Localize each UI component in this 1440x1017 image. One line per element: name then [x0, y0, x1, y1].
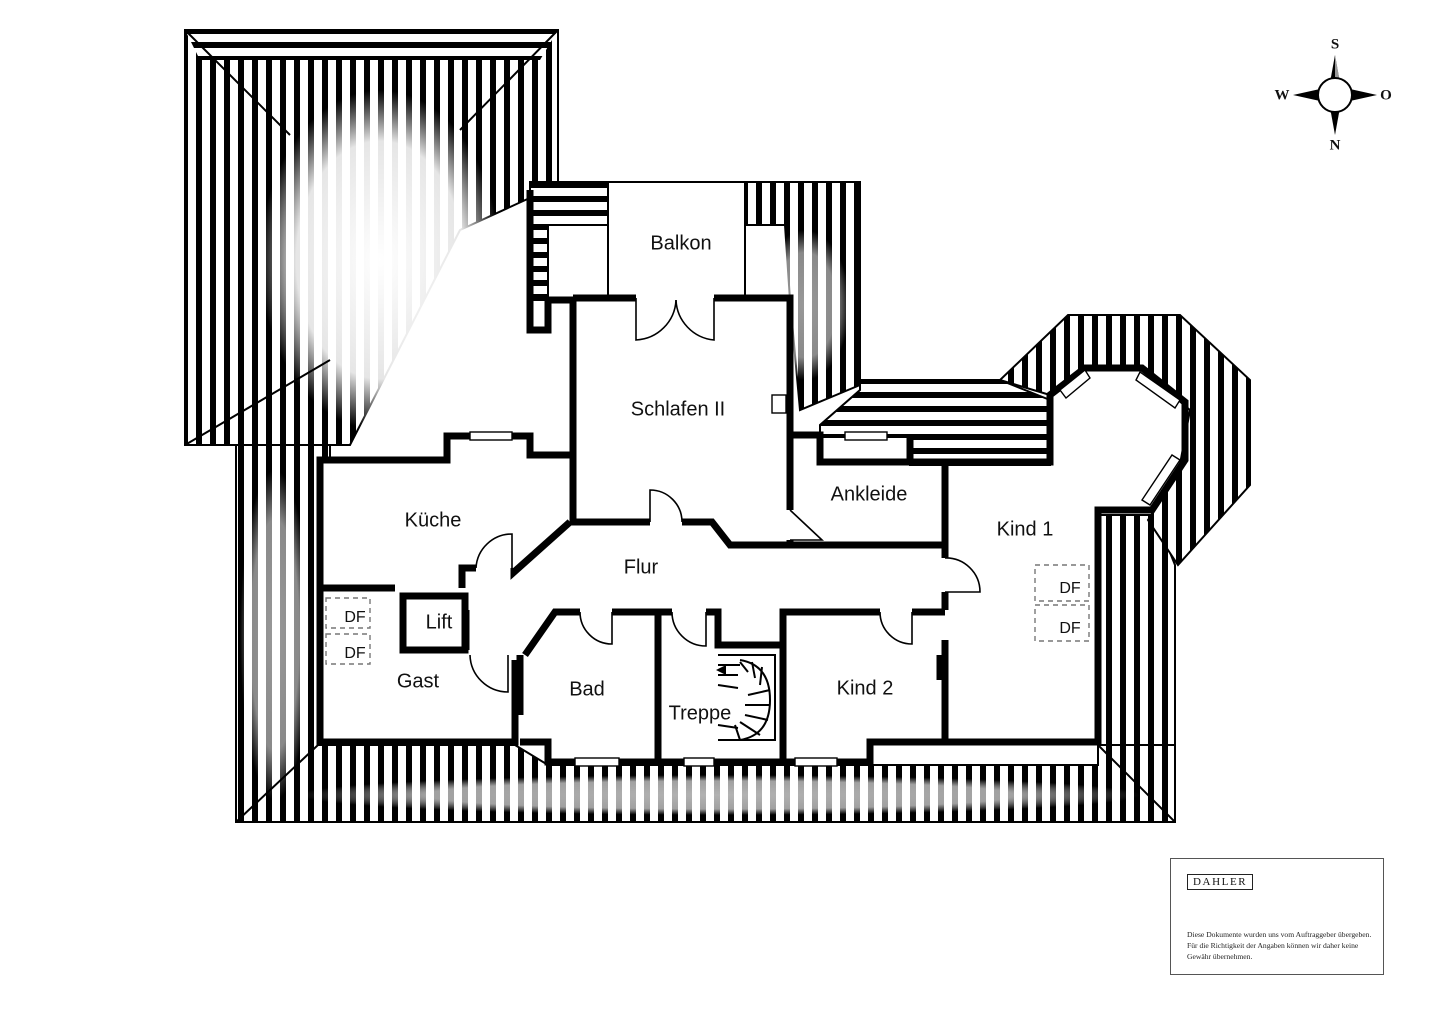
compass-east-needle — [1350, 89, 1377, 101]
skylight-gast-1 — [325, 597, 371, 629]
roof-right — [1097, 514, 1176, 746]
room-label-ankleide: Ankleide — [831, 483, 908, 505]
skylights: DF DF DF DF — [325, 564, 1090, 665]
skylight-kind1-2 — [1034, 604, 1090, 642]
compass: S W O N — [1275, 36, 1392, 153]
skylight-label: DF — [344, 609, 366, 626]
room-label-lift: Lift — [426, 611, 453, 633]
room-label-bad: Bad — [569, 678, 605, 700]
roof-top-left — [184, 29, 559, 446]
room-label-gast: Gast — [397, 670, 440, 692]
skylight-label: DF — [344, 645, 366, 662]
room-label-balkon: Balkon — [650, 232, 711, 254]
room-label-kind2: Kind 2 — [837, 677, 894, 699]
stairs — [716, 654, 776, 741]
room-label-flur: Flur — [624, 556, 659, 578]
room-label-schlafen: Schlafen II — [631, 398, 726, 420]
windows — [469, 368, 1181, 767]
compass-west-needle — [1293, 89, 1320, 101]
roof — [184, 29, 1251, 823]
doors — [469, 298, 981, 693]
compass-south-label: S — [1331, 36, 1339, 52]
skylight-kind1-1 — [1034, 564, 1090, 602]
disclaimer-text: Diese Dokumente wurden uns vom Auftragge… — [1187, 930, 1372, 961]
compass-west-label: W — [1275, 87, 1290, 103]
room-label-kueche: Küche — [405, 509, 462, 531]
roof-balkon — [529, 181, 861, 412]
room-labels: Balkon Schlafen II Küche Ankleide Kind 1… — [397, 232, 1053, 724]
compass-east-label: O — [1380, 87, 1392, 103]
skylight-label: DF — [1059, 620, 1081, 637]
disclaimer-box: DAHLER Diese Dokumente wurden uns vom Au… — [1170, 858, 1384, 975]
room-label-kind1: Kind 1 — [997, 518, 1054, 540]
skylight-gast-2 — [325, 633, 371, 665]
compass-rose-icon — [1317, 77, 1353, 113]
company-logo: DAHLER — [1187, 874, 1254, 890]
skylight-label: DF — [1059, 580, 1081, 597]
stair-arrow-icon — [716, 665, 726, 675]
compass-north-label: N — [1330, 137, 1341, 153]
roof-ankleide — [819, 379, 1051, 466]
room-label-treppe: Treppe — [669, 702, 732, 724]
walls — [316, 181, 1189, 766]
